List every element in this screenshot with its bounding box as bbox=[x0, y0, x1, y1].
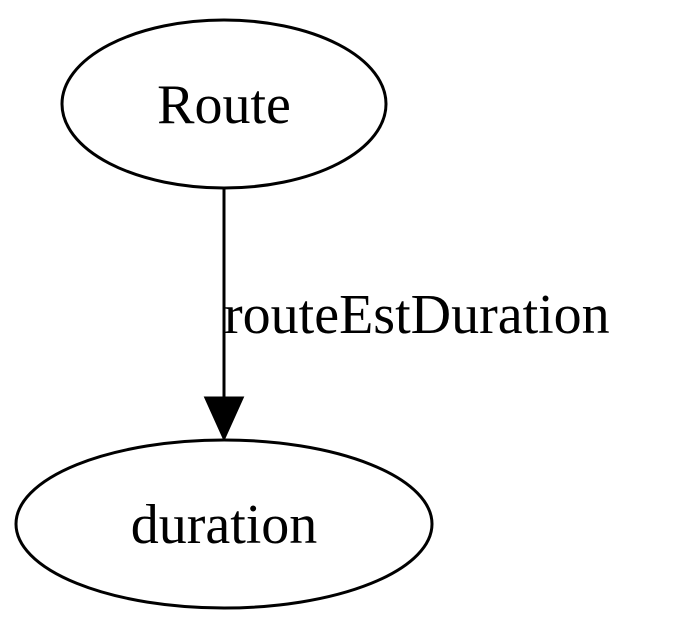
node-route-label: Route bbox=[157, 74, 291, 136]
node-duration-label: duration bbox=[131, 494, 318, 556]
node-duration-ellipse bbox=[14, 438, 434, 610]
edge-route-to-duration[interactable]: routeEstDuration bbox=[203, 188, 610, 442]
node-duration[interactable]: duration bbox=[14, 438, 434, 610]
edge-route-to-duration-label: routeEstDuration bbox=[224, 284, 610, 346]
node-route[interactable]: Route bbox=[60, 18, 388, 190]
arrowhead-icon bbox=[203, 396, 245, 442]
